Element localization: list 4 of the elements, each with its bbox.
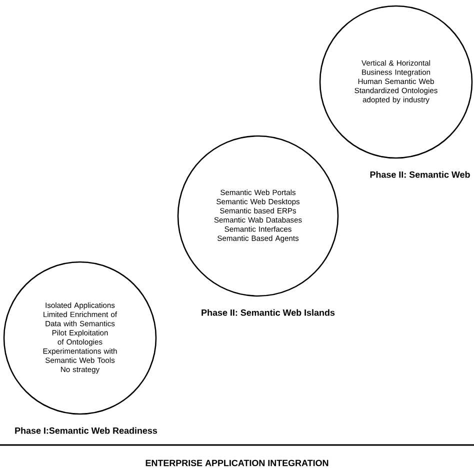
phase-label: Phase II: Semantic Web Islands [202, 309, 335, 316]
phase-label: Phase I:Semantic Web Readiness [15, 427, 158, 434]
phase-label: Phase II: Semantic Web [370, 171, 470, 178]
title: ENTERPRISE APPLICATION INTEGRATION [146, 460, 328, 466]
